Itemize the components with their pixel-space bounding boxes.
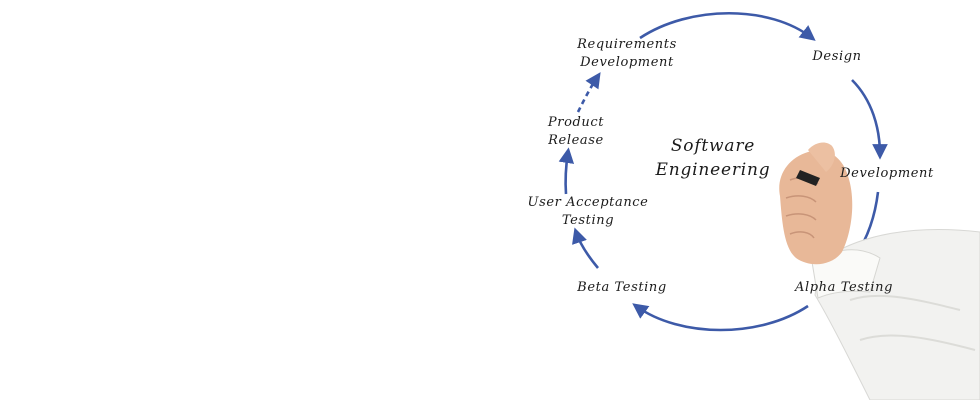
- center-title: Software Engineering: [656, 134, 771, 182]
- arrow-beta-to-uat: [572, 227, 599, 269]
- node-development: Development: [840, 166, 934, 181]
- arrow-design-to-dev: [851, 79, 888, 160]
- node-requirements: Requirements Development: [577, 36, 677, 72]
- arrow-req-to-design: [639, 11, 816, 41]
- node-user-acceptance-line-1: User Acceptance: [527, 195, 649, 210]
- node-product-release-line-1: Product: [547, 115, 605, 130]
- arrow-alpha-to-beta: [632, 303, 809, 332]
- center-title-line-2: Engineering: [655, 160, 771, 180]
- node-requirements-line-2: Development: [580, 55, 674, 70]
- node-beta-testing: Beta Testing: [577, 280, 667, 295]
- arrow-uat-to-release: [558, 147, 575, 195]
- node-requirements-line-1: Requirements: [577, 37, 677, 52]
- center-title-line-1: Software: [670, 136, 756, 156]
- hand-illustration: [779, 142, 980, 400]
- node-product-release-line-2: Release: [548, 133, 604, 148]
- node-user-acceptance: User Acceptance Testing: [528, 194, 649, 230]
- node-design: Design: [812, 49, 862, 64]
- node-user-acceptance-line-2: Testing: [561, 213, 615, 228]
- node-product-release: Product Release: [548, 114, 604, 150]
- node-alpha-testing: Alpha Testing: [794, 280, 894, 295]
- arrow-release-to-req: [576, 72, 601, 113]
